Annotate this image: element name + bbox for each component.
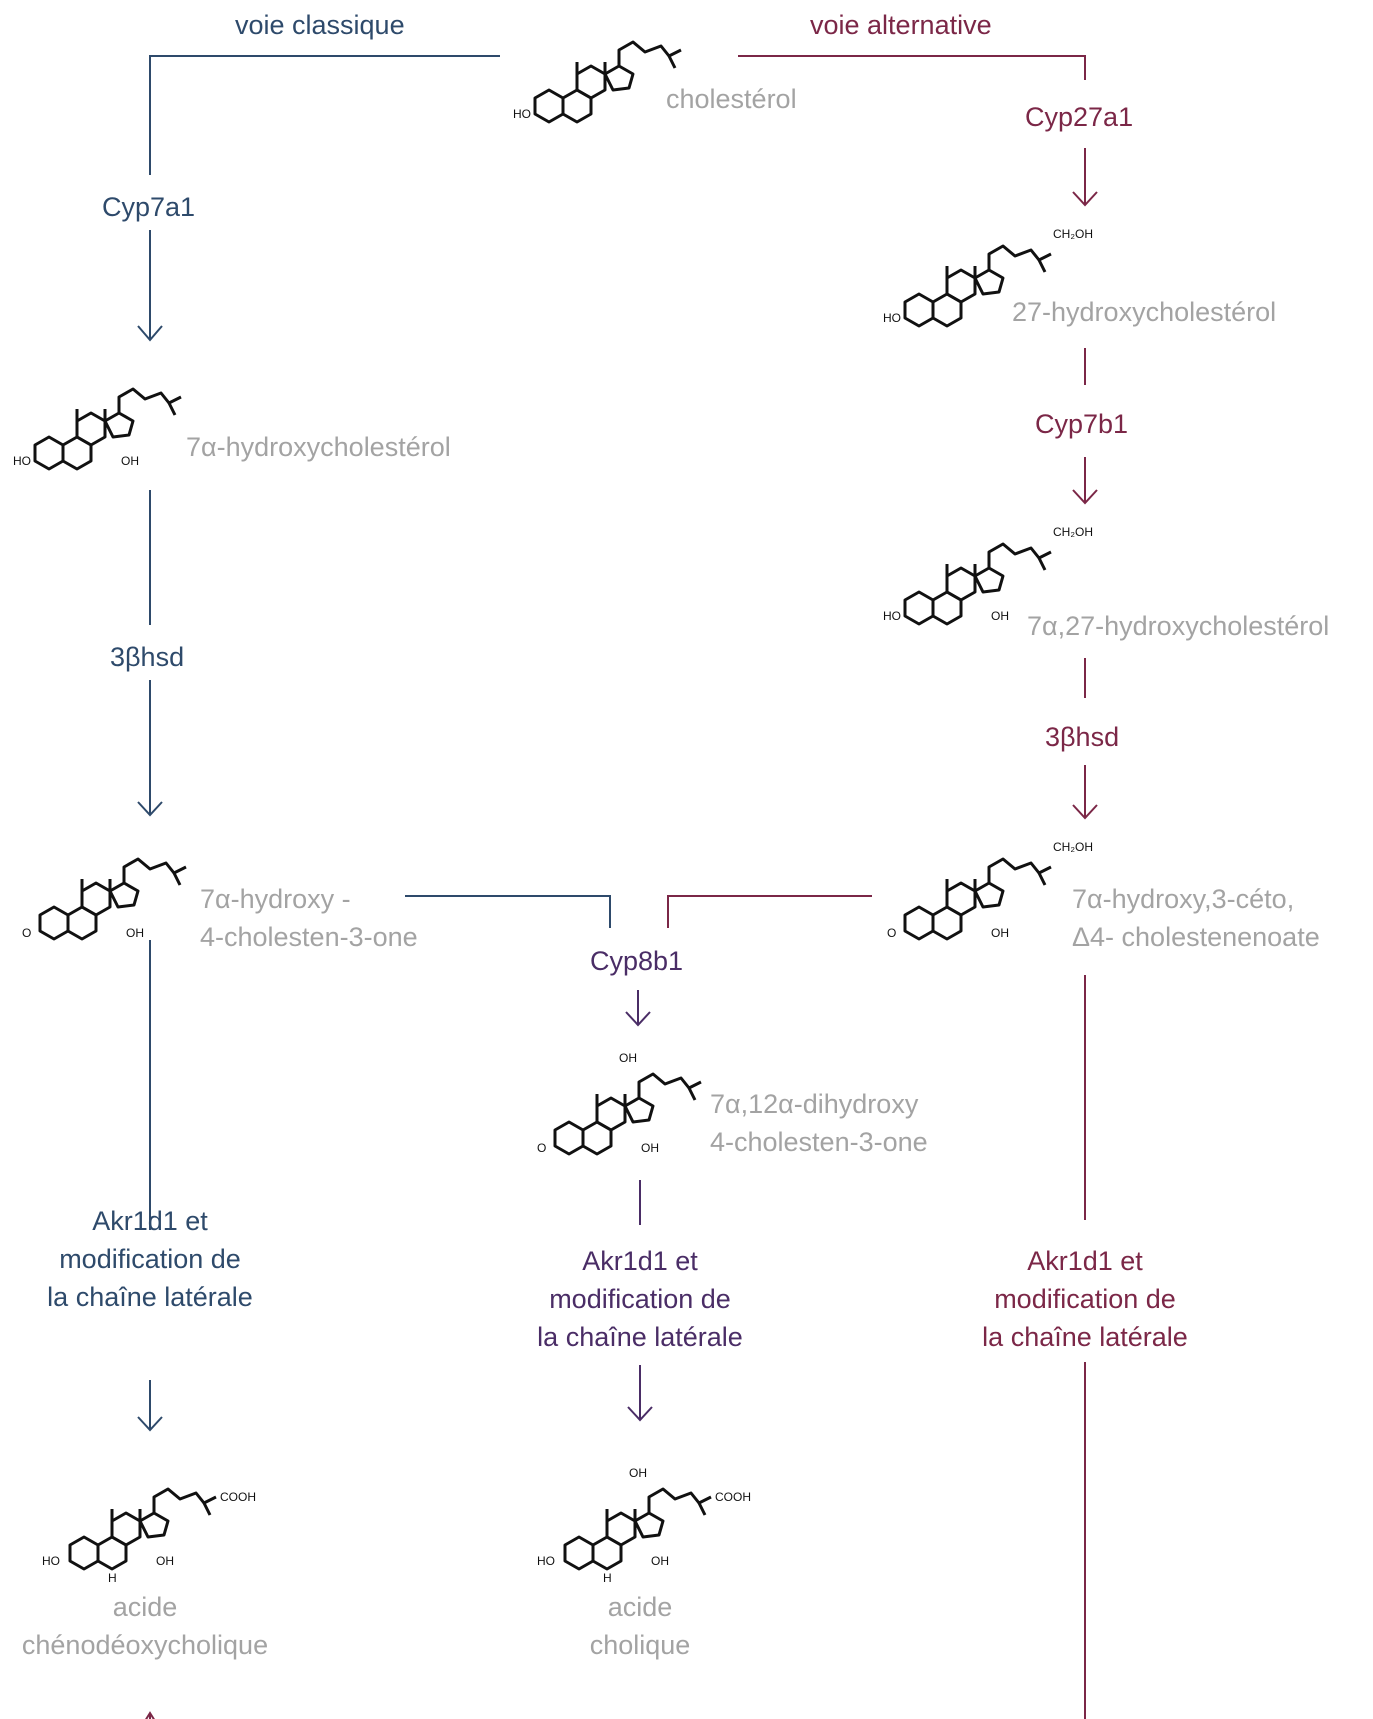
svg-text:HO: HO [537,1554,555,1568]
svg-text:OH: OH [619,1051,637,1065]
compound-dihydroxy-mid: 7α,12α-dihydroxy 4-cholesten-3-one [710,1089,928,1157]
svg-text:COOH: COOH [715,1490,751,1504]
svg-text:OH: OH [629,1466,647,1480]
compound-7a-hydroxycholesterol: 7α-hydroxycholestérol [186,432,451,462]
svg-text:CH₂OH: CH₂OH [1053,840,1093,854]
svg-text:O: O [22,926,31,940]
enzyme-cyp8b1: Cyp8b1 [590,946,684,976]
svg-text:HO: HO [42,1554,60,1568]
compound-7a27-hydroxycholesterol: 7α,27-hydroxycholestérol [1027,611,1330,641]
structure-cholestenone-left: O OH [22,857,188,941]
alternative-pathway-title: voie alternative [810,10,992,40]
svg-text:H: H [108,1571,117,1585]
enzyme-3bhsd-left: 3βhsd [110,642,185,672]
shared-pathway-lines [625,990,653,1422]
svg-text:CH₂OH: CH₂OH [1053,227,1093,241]
svg-text:H: H [603,1571,612,1585]
enzyme-akr1d1-left: Akr1d1 et modification de la chaîne laté… [47,1206,253,1312]
classic-pathway-title: voie classique [235,10,405,40]
compound-ca: acide cholique [589,1592,691,1660]
enzyme-cyp27a1: Cyp27a1 [1025,102,1134,132]
svg-text:OH: OH [641,1141,659,1155]
classic-pathway-lines [137,55,611,1432]
structure-ca: HO OH H OH COOH [537,1466,751,1585]
svg-text:HO: HO [513,107,531,121]
svg-text:OH: OH [651,1554,669,1568]
structure-7a27-hydroxycholesterol: HO OH CH₂OH [883,525,1093,626]
svg-text:HO: HO [883,609,901,623]
svg-text:HO: HO [13,454,31,468]
compound-cdca: acide chénodéoxycholique [21,1592,269,1660]
structure-cholesterol: HO [513,40,683,124]
compound-cholestenoate-right: 7α-hydroxy,3-céto, Δ4- cholestenenoate [1072,884,1320,952]
structure-cholestenoate-right: O OH CH₂OH [887,840,1093,941]
structure-7a-hydroxycholesterol: HO OH [13,387,183,471]
svg-text:OH: OH [121,454,139,468]
structure-27-hydroxycholesterol: HO CH₂OH [883,227,1093,328]
compound-27-hydroxycholesterol: 27-hydroxycholestérol [1012,297,1277,327]
enzyme-3bhsd-right: 3βhsd [1045,722,1120,752]
structure-dihydroxy-mid: O OH OH [537,1051,703,1156]
svg-text:CH₂OH: CH₂OH [1053,525,1093,539]
structure-cdca: HO OH H COOH [42,1487,256,1585]
enzyme-cyp7b1: Cyp7b1 [1035,409,1129,439]
svg-text:OH: OH [156,1554,174,1568]
svg-text:O: O [537,1141,546,1155]
enzyme-cyp7a1: Cyp7a1 [102,192,196,222]
alternative-pathway-lines [145,55,1098,1719]
svg-text:OH: OH [991,926,1009,940]
compound-cholestenone-left: 7α-hydroxy - 4-cholesten-3-one [200,884,418,952]
svg-text:COOH: COOH [220,1490,256,1504]
svg-text:HO: HO [883,311,901,325]
compound-cholesterol: cholestérol [666,84,797,114]
enzyme-akr1d1-mid: Akr1d1 et modification de la chaîne laté… [537,1246,743,1352]
svg-text:O: O [887,926,896,940]
enzyme-akr1d1-right: Akr1d1 et modification de la chaîne laté… [982,1246,1188,1352]
svg-text:OH: OH [991,609,1009,623]
svg-text:OH: OH [126,926,144,940]
